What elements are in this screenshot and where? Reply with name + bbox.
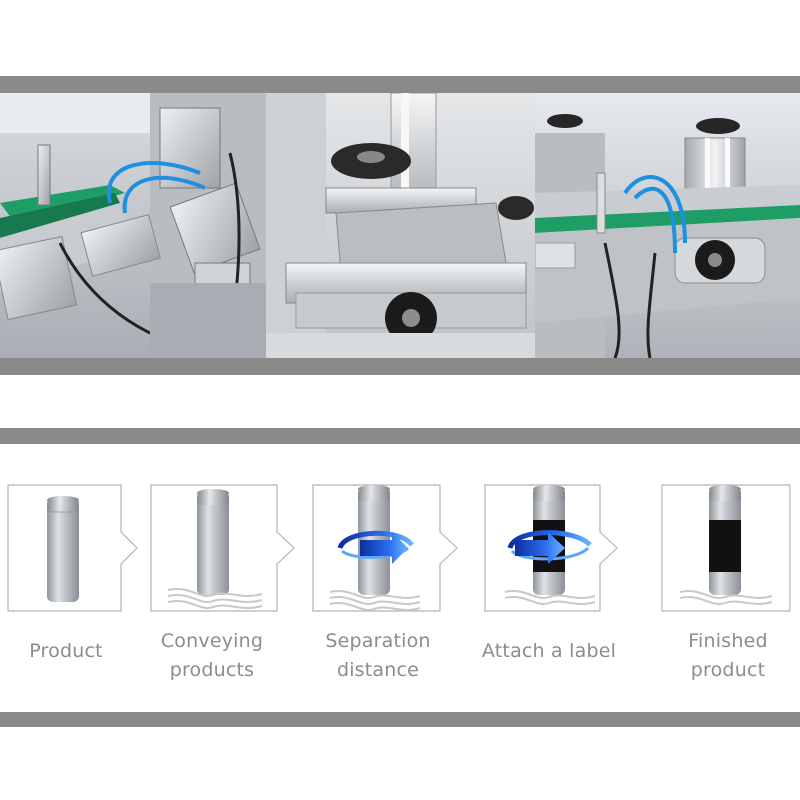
labeling-head-photo [535, 93, 800, 358]
step-product-box [7, 484, 138, 612]
separation-wheel-assembly-photo [266, 93, 535, 358]
step-conveying-box [150, 484, 295, 612]
step-finished-box [661, 484, 791, 612]
machine-photo-strip [0, 93, 800, 358]
bottle-rotation-icon [329, 485, 421, 612]
step-attach-label-box [484, 484, 618, 612]
step-label-conveying-products: Conveying products [160, 630, 264, 681]
step-label-finished-product: Finished product [688, 630, 768, 681]
steps-top-band [0, 428, 800, 444]
step-label-separation-distance: Separation distance [325, 630, 431, 681]
step-label-attach-a-label: Attach a label [481, 640, 617, 662]
bottle-on-conveyor-icon [167, 489, 263, 610]
photo-bottom-band [0, 358, 800, 375]
step-label-product: Product [29, 640, 103, 662]
bottom-band [0, 712, 800, 727]
bottle-icon [47, 496, 79, 602]
step-separation-box [312, 484, 458, 612]
side-belt-conveyor-photo [0, 93, 266, 358]
bottle-labeling-icon [504, 485, 596, 606]
labeled-bottle-icon [679, 485, 773, 606]
top-band [0, 76, 800, 93]
